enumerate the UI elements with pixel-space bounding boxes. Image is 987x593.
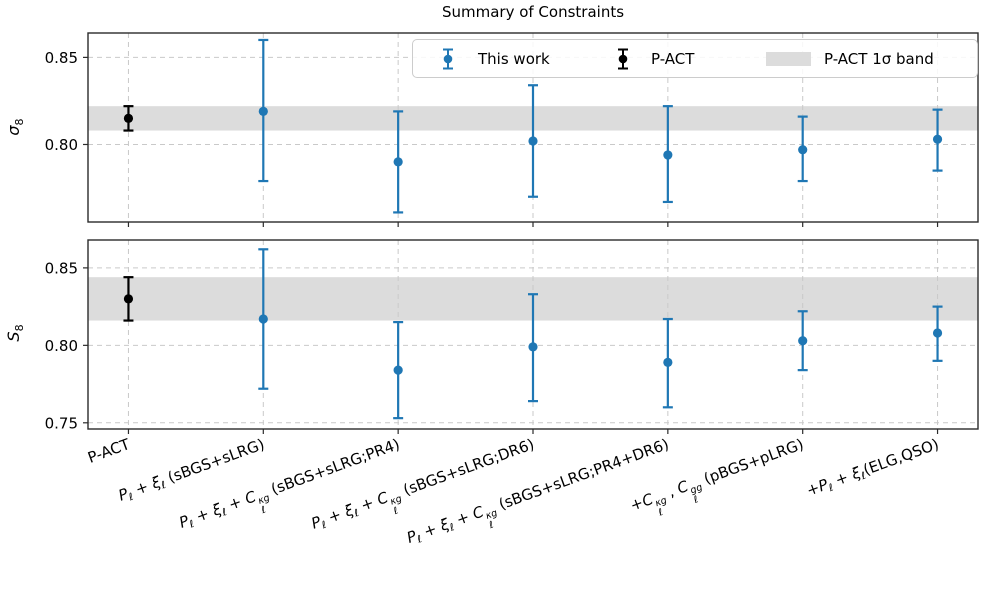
this-work-marker: [258, 314, 268, 324]
this-work-marker: [798, 145, 808, 155]
black-errorbar-marker-icon: [615, 46, 631, 72]
this-work-marker: [932, 328, 943, 338]
this-work-marker: [663, 357, 673, 367]
y-tick-label: 0.80: [45, 136, 78, 154]
legend-label-pact: P-ACT: [651, 49, 695, 68]
y-tick-label: 0.80: [45, 337, 78, 355]
this-work-marker: [393, 157, 403, 167]
gray-band-swatch-icon: [766, 51, 811, 66]
this-work-marker: [393, 365, 403, 375]
y-axis-label-sigma8: σ8: [4, 118, 27, 136]
this-work-marker: [932, 134, 943, 144]
legend-label-pact-band: P-ACT 1σ band: [824, 49, 934, 68]
panel-border: [87, 32, 979, 223]
y-tick-label: 0.85: [45, 49, 78, 67]
blue-errorbar-marker-icon: [440, 46, 456, 72]
panel-border: [87, 239, 979, 430]
legend: This work P-ACT P-ACT 1σ band: [412, 39, 978, 78]
y-tick-label: 0.85: [45, 259, 78, 277]
this-work-marker: [798, 336, 808, 346]
legend-label-this-work: This work: [478, 49, 550, 68]
this-work-marker: [528, 136, 538, 146]
this-work-marker: [663, 150, 673, 160]
chart-title: Summary of Constraints: [441, 3, 625, 21]
y-tick-label: 0.75: [45, 414, 78, 432]
pact-marker: [123, 113, 134, 123]
pact-marker: [123, 294, 134, 304]
legend-item-this-work: This work: [440, 40, 550, 77]
this-work-marker: [528, 342, 538, 352]
this-work-marker: [258, 106, 268, 116]
y-axis-label-s8: S8: [4, 324, 27, 342]
legend-item-pact-band: P-ACT 1σ band: [766, 40, 934, 77]
legend-item-pact: P-ACT: [615, 40, 694, 77]
